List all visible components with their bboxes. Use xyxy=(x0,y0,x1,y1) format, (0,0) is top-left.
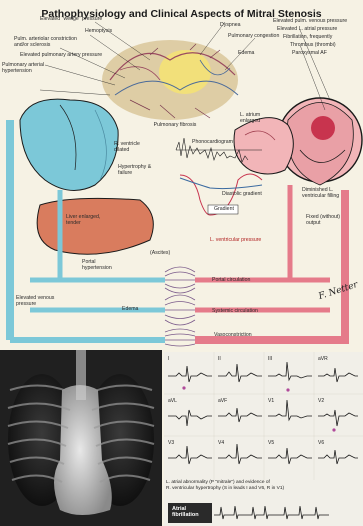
label-vasoconstriction: Vasoconstriction xyxy=(214,333,252,339)
portal-capillary-bed xyxy=(165,267,195,293)
label-systemic-circulation: Systemic circulation xyxy=(212,309,258,315)
label-diminished-lv-filling: Diminished L. ventricular filling xyxy=(302,188,348,199)
label-pulmonary-congestion: Pulmonary congestion xyxy=(228,34,282,40)
chest-xray xyxy=(0,350,162,526)
label-elevated-venous: Elevated venous pressure xyxy=(16,296,60,307)
label-thrombus: Thrombus (thrombi) xyxy=(290,43,336,49)
lung-tissue xyxy=(102,40,238,120)
lung-capillary-bed xyxy=(165,329,195,346)
central-heart xyxy=(234,118,293,174)
ecg-lead-v1: V1 xyxy=(268,398,274,404)
ecg-lead-iii: III xyxy=(268,356,272,362)
label-ascites: (Ascites) xyxy=(150,251,170,257)
label-wedge-pressure: Elevated "wedge" pressure xyxy=(40,17,102,23)
label-fixed-output: Fixed (without) output xyxy=(306,215,346,226)
label-portal-circulation: Portal circulation xyxy=(212,278,250,284)
label-pulmonary-fibrosis: Pulmonary fibrosis xyxy=(145,123,205,129)
label-pa-hypertension: Pulmonary arterial hypertension xyxy=(2,63,46,74)
ecg-lead-v2: V2 xyxy=(318,398,324,404)
ecg-lead-v5: V5 xyxy=(268,440,274,446)
label-rv-dilated: R. ventricle dilated xyxy=(114,142,150,153)
right-heart xyxy=(20,99,118,190)
ecg-lead-i: I xyxy=(168,356,169,362)
ecg-lead-v6: V6 xyxy=(318,440,324,446)
atrial-fibrillation-label: Atrial fibrillation xyxy=(168,503,212,523)
label-edema-lung: Edema xyxy=(238,51,254,57)
label-lv-pressure: L. ventricular pressure xyxy=(210,238,261,244)
liver xyxy=(37,198,153,254)
ecg-panel: I II III aVR aVL aVF V1 V2 V3 V4 V5 V6 xyxy=(164,352,363,526)
ecg-tracings xyxy=(164,352,363,480)
ecg-lead-avl: aVL xyxy=(168,398,177,404)
ecg-lead-ii: II xyxy=(218,356,221,362)
label-pulm-arteriolar: Pulm. arteriolar constriction and/or scl… xyxy=(14,37,88,48)
label-hemoptysis: Hemoptysis xyxy=(85,29,112,35)
label-gradient: Gradient xyxy=(214,207,234,213)
label-liver: Liver enlarged, tender xyxy=(66,215,106,226)
ecg-lead-avr: aVR xyxy=(318,356,328,362)
label-portal-hypertension: Portal hypertension xyxy=(82,260,122,271)
ecg-caption-line-2: R. ventricular hypertrophy (S in leads I… xyxy=(166,486,362,492)
label-dyspnea: Dyspnea xyxy=(220,23,240,29)
ecg-lead-v4: V4 xyxy=(218,440,224,446)
label-paroxysmal-af: Paroxysmal AF xyxy=(292,51,327,57)
xray-image xyxy=(0,350,162,526)
label-elevated-pulm-venous: Elevated pulm. venous pressure xyxy=(273,19,347,25)
ecg-lead-v3: V3 xyxy=(168,440,174,446)
label-phonocardiogram: Phonocardiogram xyxy=(192,140,233,146)
label-edema-leg: Edema xyxy=(122,307,138,313)
label-hypertrophy-failure: Hypertrophy & failure xyxy=(118,165,154,176)
af-rhythm-strip xyxy=(214,503,360,523)
label-fibrillation: Fibrillation, frequently xyxy=(283,35,332,41)
label-diastolic-gradient: Diastolic gradient xyxy=(222,192,262,198)
label-elevated-la: Elevated L. atrial pressure xyxy=(277,27,337,33)
ecg-lead-avf: aVF xyxy=(218,398,227,404)
label-la-enlarged: L. atrium enlarged xyxy=(240,113,272,124)
label-elevated-pa-pressure: Elevated pulmonary artery pressure xyxy=(20,53,102,59)
systemic-capillary-bed xyxy=(165,295,195,325)
ecg-caption: L. atrial abnormality (P "mitrale") and … xyxy=(166,480,362,492)
